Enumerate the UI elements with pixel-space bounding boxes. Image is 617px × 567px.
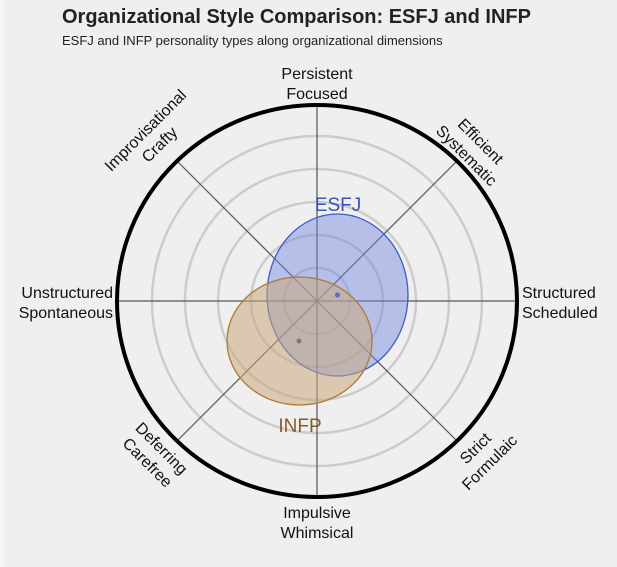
- svg-text:Spontaneous: Spontaneous: [19, 305, 113, 322]
- chart-subtitle: ESFJ and INFP personality types along or…: [62, 33, 443, 48]
- axis-label-top-left: Improvisational Crafty: [102, 87, 190, 175]
- chart-title: Organizational Style Comparison: ESFJ an…: [62, 6, 531, 28]
- outer-circle: [115, 103, 519, 499]
- esfj-label: ESFJ: [315, 195, 361, 216]
- axis-label-bottom-right: Strict Formulaic: [457, 430, 521, 494]
- axis-label-top: Persistent Focused: [281, 66, 353, 103]
- svg-text:Unstructured: Unstructured: [21, 285, 113, 302]
- infp-center-dot: [296, 338, 302, 344]
- svg-text:Structured: Structured: [522, 285, 596, 302]
- svg-text:Impulsive: Impulsive: [283, 505, 351, 522]
- axis-label-left: Unstructured Spontaneous: [19, 285, 113, 322]
- esfj-center-dot: [335, 292, 340, 298]
- svg-text:Scheduled: Scheduled: [522, 305, 598, 322]
- axis-label-bottom-left: Deferring Carefree: [119, 420, 190, 492]
- svg-text:Persistent: Persistent: [281, 66, 353, 83]
- axis-label-right: Structured Scheduled: [522, 285, 598, 322]
- infp-label: INFP: [278, 416, 321, 437]
- svg-text:Focused: Focused: [286, 86, 347, 103]
- axis-label-bottom: Impulsive Whimsical: [281, 505, 354, 542]
- svg-text:Whimsical: Whimsical: [281, 525, 354, 542]
